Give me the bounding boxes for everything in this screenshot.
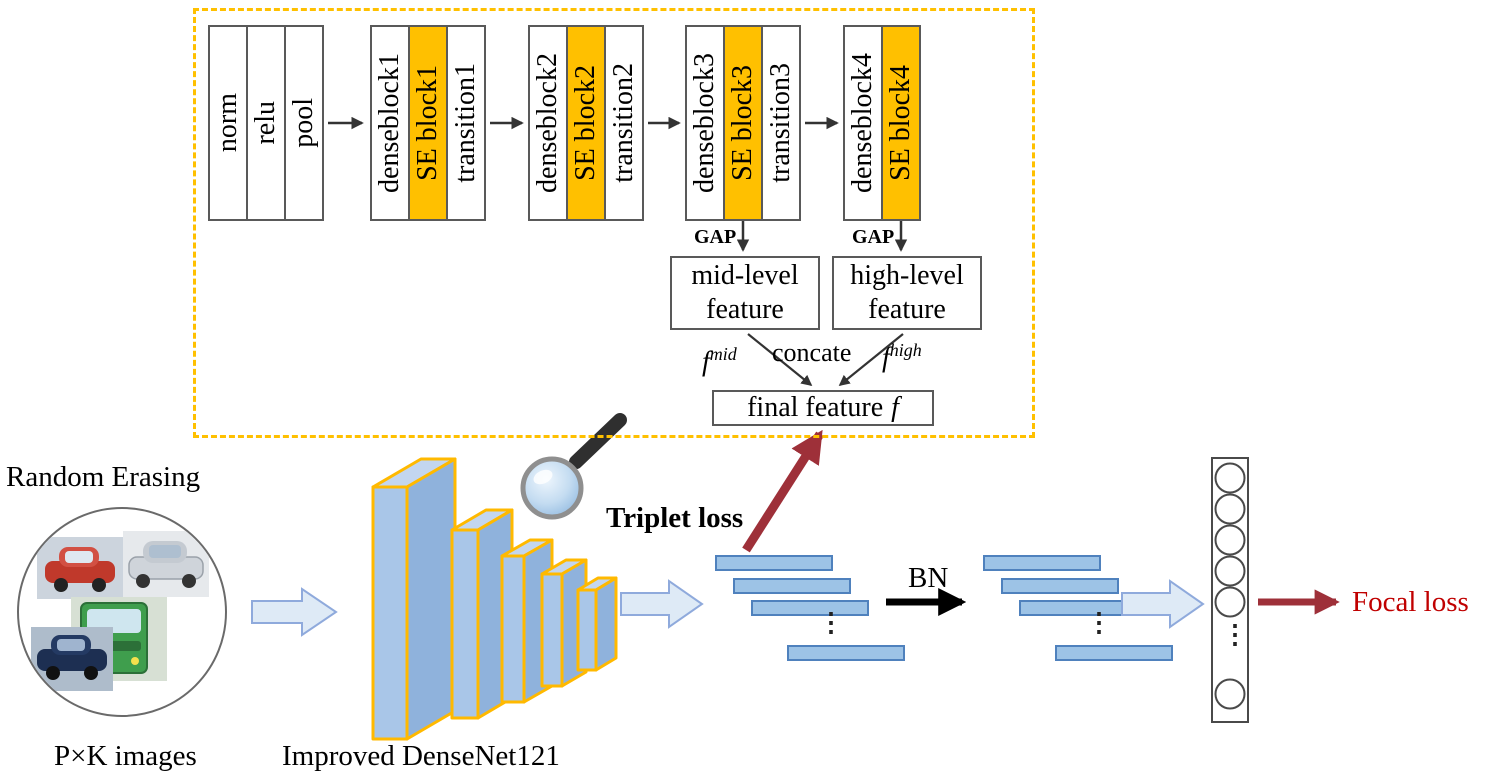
block-arrow-features-to-classifier xyxy=(1121,579,1205,629)
concate-label: concate xyxy=(772,338,852,367)
pk-images-label: P×K images xyxy=(54,740,197,772)
gap-label-high: GAP xyxy=(852,226,895,248)
stage4-group: denseblock4 SE block4 xyxy=(843,25,921,221)
input-images-circle xyxy=(17,507,227,717)
densenet-slab xyxy=(576,576,618,672)
vehicle-collage xyxy=(31,531,209,691)
f-high-sup: high xyxy=(889,340,922,360)
denseblock3-label: denseblock3 xyxy=(689,53,720,193)
stage1-group: denseblock1 SE block1 transition1 xyxy=(370,25,486,221)
silver-car-photo xyxy=(123,531,209,597)
se-block1-box: SE block1 xyxy=(408,25,448,221)
feature-bar xyxy=(1019,600,1137,616)
relu-label: relu xyxy=(250,101,281,145)
denseblock2-box: denseblock2 xyxy=(528,25,568,221)
pool-label: pool xyxy=(288,98,319,148)
denseblock4-label: denseblock4 xyxy=(847,53,878,193)
feature-bar xyxy=(1001,578,1119,594)
high-level-feature-box: high-level feature xyxy=(832,256,982,330)
classifier-node xyxy=(1214,678,1246,710)
feature-bars-group-1 xyxy=(715,555,905,661)
feature-bar xyxy=(983,555,1101,571)
transition3-label: transition3 xyxy=(765,63,796,183)
se-block2-box: SE block2 xyxy=(566,25,606,221)
feature-bars-group-2 xyxy=(983,555,1173,661)
bn-label: BN xyxy=(908,562,949,594)
relu-box: relu xyxy=(246,25,286,221)
se-block3-label: SE block3 xyxy=(727,65,758,181)
f-mid-sup: mid xyxy=(709,344,737,364)
dots-bars-1: ⋮ xyxy=(818,608,844,637)
stage3-group: denseblock3 SE block3 transition3 xyxy=(685,25,801,221)
feature-bar xyxy=(787,645,905,661)
classifier-node xyxy=(1214,555,1246,587)
random-erasing-label: Random Erasing xyxy=(6,461,201,493)
feature-bar xyxy=(1055,645,1173,661)
classifier-node xyxy=(1214,586,1246,618)
feature-bar xyxy=(715,555,833,571)
densenet-caption: Improved DenseNet121 xyxy=(282,740,560,772)
gap-label-mid: GAP xyxy=(694,226,737,248)
classifier-node xyxy=(1214,493,1246,525)
densenet-slab xyxy=(540,558,588,688)
denseblock1-label: denseblock1 xyxy=(374,53,405,193)
stage2-group: denseblock2 SE block2 transition2 xyxy=(528,25,644,221)
final-feature-text: final feature xyxy=(747,391,884,423)
transition2-label: transition2 xyxy=(608,63,639,183)
se-block3-box: SE block3 xyxy=(723,25,763,221)
denseblock1-box: denseblock1 xyxy=(370,25,410,221)
dots-bars-2: ⋮ xyxy=(1086,608,1112,637)
pool-box: pool xyxy=(284,25,324,221)
denseblock2-label: denseblock2 xyxy=(532,53,563,193)
final-feature-box: final feature f xyxy=(712,390,934,426)
densenet-3d-stack xyxy=(371,457,618,741)
red-car-photo xyxy=(37,537,123,599)
transition1-label: transition1 xyxy=(450,63,481,183)
transition3-box: transition3 xyxy=(761,25,801,221)
final-feature-f: f xyxy=(891,391,899,423)
denseblock3-box: denseblock3 xyxy=(685,25,725,221)
se-block4-box: SE block4 xyxy=(881,25,921,221)
se-block4-label: SE block4 xyxy=(885,65,916,181)
classifier-node xyxy=(1214,462,1246,494)
f-high-f: f xyxy=(882,342,890,374)
arrow-triplet-loss xyxy=(742,429,824,553)
feature-bar xyxy=(751,600,869,616)
norm-label: norm xyxy=(212,93,243,153)
block-arrow-densenet-to-features xyxy=(620,579,704,629)
densenet-slab xyxy=(371,457,457,741)
f-mid-f: f xyxy=(702,346,710,378)
densenet-slab xyxy=(450,508,514,720)
dots-classifier: ⋮ xyxy=(1222,620,1248,649)
se-block1-label: SE block1 xyxy=(412,65,443,181)
classifier-column xyxy=(1211,457,1249,723)
triplet-loss-label: Triplet loss xyxy=(606,502,744,534)
mid-level-feature-box: mid-level feature xyxy=(670,256,820,330)
feature-bar xyxy=(733,578,851,594)
transition1-box: transition1 xyxy=(446,25,486,221)
f-high-label: fhigh xyxy=(882,340,922,374)
f-mid-label: fmid xyxy=(702,344,737,378)
transition2-box: transition2 xyxy=(604,25,644,221)
stem-group: norm relu pool xyxy=(208,25,324,221)
block-arrow-images-to-densenet xyxy=(251,587,338,637)
se-densenet-module-frame xyxy=(193,8,1035,438)
norm-box: norm xyxy=(208,25,248,221)
densenet-slab xyxy=(500,538,554,704)
se-block2-label: SE block2 xyxy=(570,65,601,181)
classifier-node xyxy=(1214,524,1246,556)
focal-loss-label: Focal loss xyxy=(1352,586,1469,618)
dark-car-photo xyxy=(31,627,113,691)
denseblock4-box: denseblock4 xyxy=(843,25,883,221)
